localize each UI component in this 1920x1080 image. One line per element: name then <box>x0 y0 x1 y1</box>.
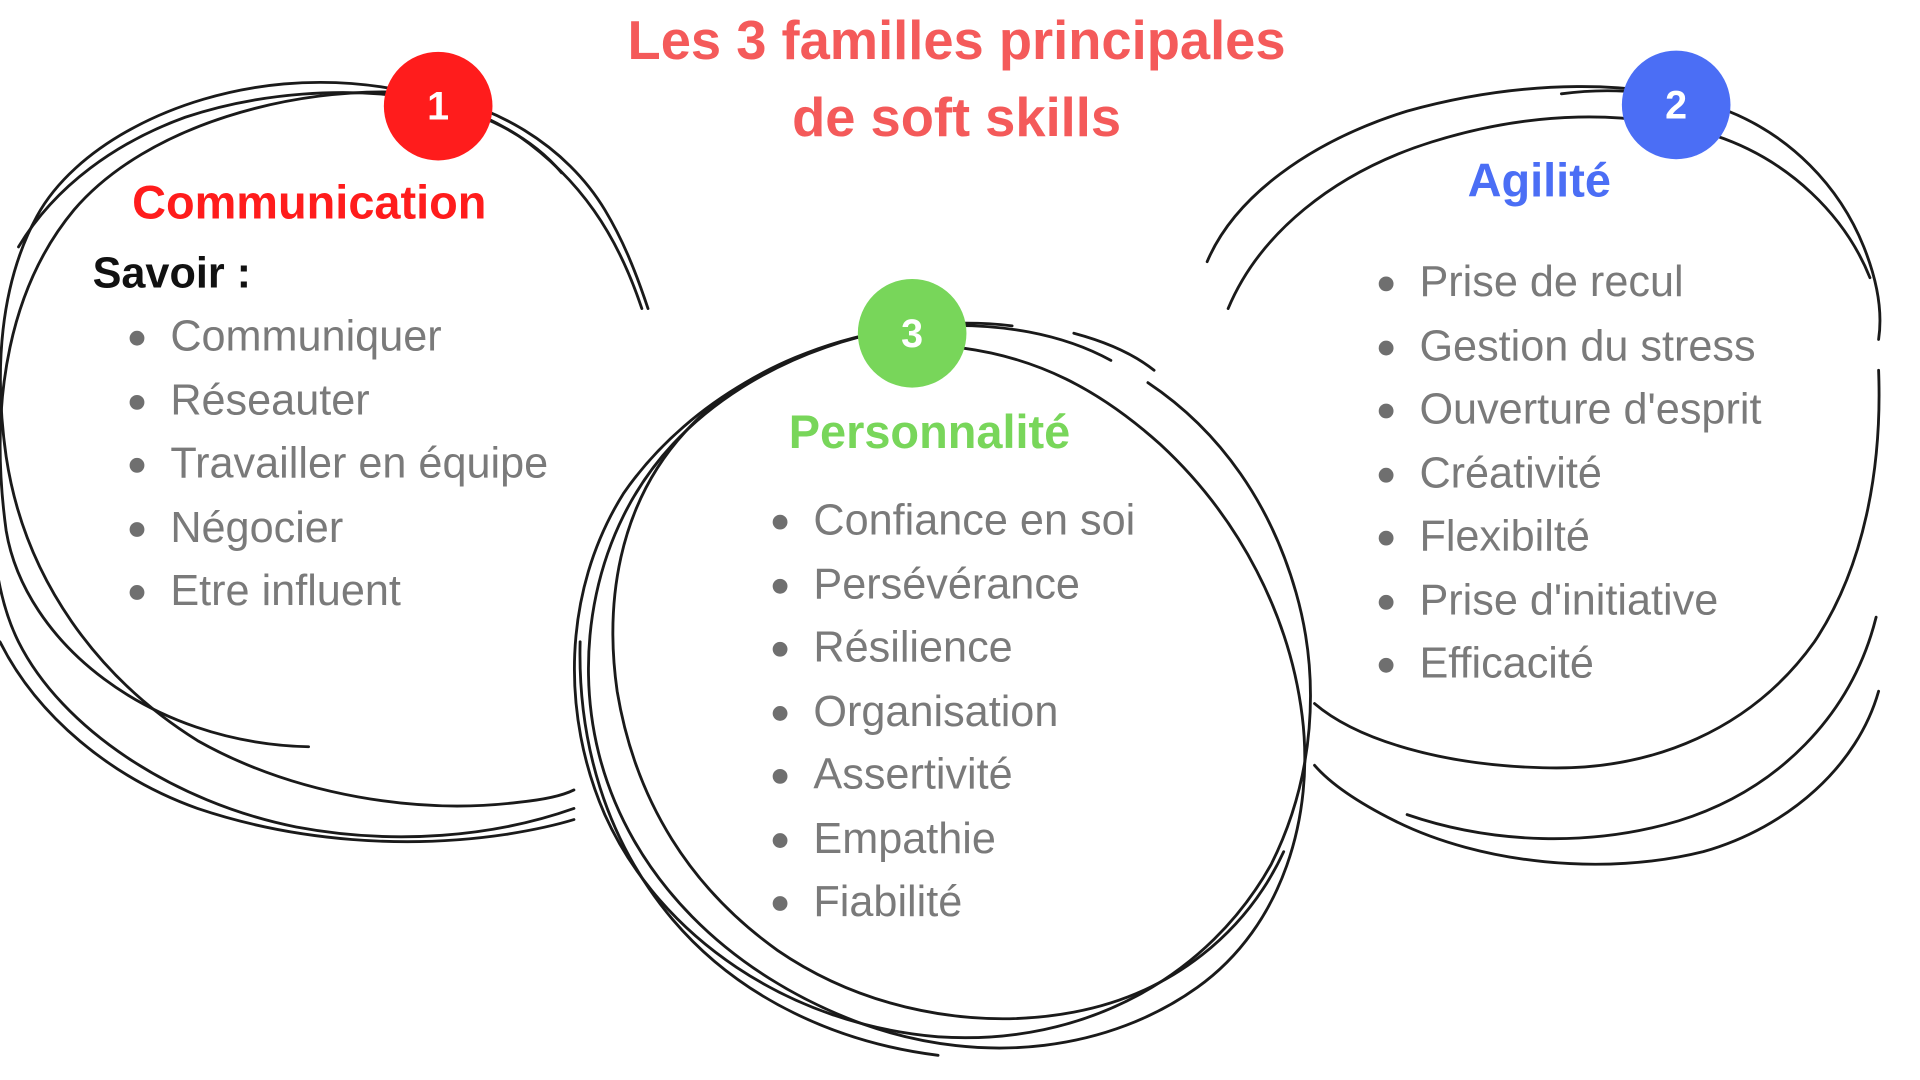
skill-item: Résilience <box>772 616 1136 680</box>
skill-item: Assertivité <box>772 743 1136 807</box>
skill-item: Gestion du stress <box>1378 314 1762 378</box>
heading-communication: Communication <box>132 177 487 230</box>
skill-item: Flexibilté <box>1378 505 1762 569</box>
skill-item: Organisation <box>772 679 1136 743</box>
skill-list-agilite: Prise de recul Gestion du stress Ouvertu… <box>1378 251 1762 696</box>
badge-number-3: 3 <box>857 278 967 388</box>
skill-item: Travailler en équipe <box>129 432 548 496</box>
skill-item: Ouverture d'esprit <box>1378 378 1761 442</box>
skill-item: Etre influent <box>129 559 549 623</box>
skill-list-communication: Communiquer Réseauter Travailler en équi… <box>129 305 549 623</box>
skill-item: Persévérance <box>772 552 1136 616</box>
badge-number-2: 2 <box>1621 50 1731 160</box>
diagram-title-line-1: Les 3 familles principales <box>627 11 1286 72</box>
skill-item: Réseauter <box>129 368 549 432</box>
skill-list-personnalite: Confiance en soi Persévérance Résilience… <box>772 489 1136 934</box>
skill-item: Prise d'initiative <box>1378 568 1762 632</box>
skill-item: Efficacité <box>1378 632 1762 696</box>
skill-item: Créativité <box>1378 441 1762 505</box>
ring-personnalite <box>573 321 1312 1057</box>
heading-personnalite: Personnalité <box>788 407 1071 460</box>
subheading-savoir: Savoir : <box>92 249 252 298</box>
skill-item: Empathie <box>772 807 1136 871</box>
skill-item: Communiquer <box>129 305 549 369</box>
badge-number-1: 1 <box>383 51 493 161</box>
skill-item: Confiance en soi <box>772 489 1135 553</box>
diagram-title-line-2: de soft skills <box>792 87 1122 149</box>
heading-agilite: Agilité <box>1467 155 1611 208</box>
skill-item: Fiabilité <box>772 870 1136 934</box>
skill-item: Prise de recul <box>1378 251 1762 315</box>
skill-item: Négocier <box>129 496 549 560</box>
